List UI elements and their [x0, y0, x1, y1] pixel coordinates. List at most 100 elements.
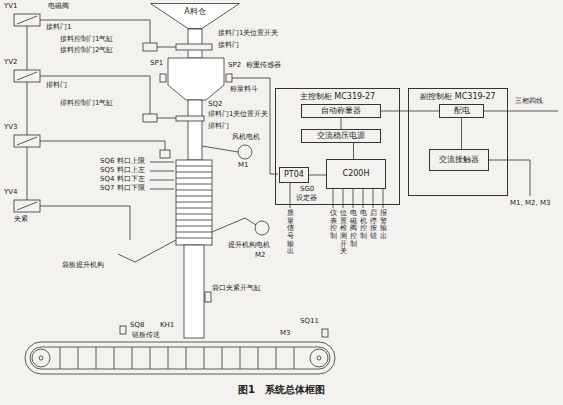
label-anchor: 三相四线	[515, 98, 543, 106]
chain-conveyor	[32, 349, 50, 367]
part-label: 排料控制门1气缸	[60, 99, 113, 107]
part-label: YV1	[4, 2, 18, 10]
device-box: 交流稳压电源	[301, 129, 381, 143]
node-text: PT04	[284, 171, 304, 180]
signal-label: 电磁阀控制	[350, 210, 357, 248]
pneumatic-line	[40, 20, 150, 43]
sensor-symbol	[322, 329, 328, 337]
node-text: A料仓	[150, 3, 240, 17]
chain-conveyor	[25, 342, 335, 374]
solenoid-valve	[14, 135, 40, 147]
gate-symbol	[176, 116, 204, 121]
part-label: 接料控制门2气缸	[60, 46, 113, 54]
part-label: SQ8	[130, 321, 144, 329]
chain-conveyor	[39, 356, 43, 360]
chain-conveyor	[25, 342, 335, 374]
part-label: 接料门1关位置开关	[218, 29, 278, 37]
cabinet-heading: 主控制柜 MC319-27	[276, 89, 399, 102]
solenoid-valve	[17, 72, 37, 80]
pneumatic-line	[40, 206, 130, 240]
part-label: SG0	[300, 185, 314, 193]
part-label: 排料门	[46, 81, 67, 89]
connector	[353, 143, 354, 159]
chain-conveyor	[60, 347, 294, 369]
chain-conveyor	[317, 356, 321, 360]
load-cell	[226, 74, 232, 82]
part-label: M2	[255, 251, 266, 259]
control-cabinet: 主控制柜 MC319-27自动称量器交流稳压电源PT04C200H	[275, 88, 400, 205]
label-anchor: SQ11	[300, 318, 319, 326]
solenoid-valve	[14, 200, 40, 212]
part-label: YV3	[4, 123, 18, 131]
pneumatic-line	[40, 20, 165, 240]
figure-caption: 图1 系统总体框图	[238, 384, 325, 395]
part-label: 接料门	[218, 41, 239, 49]
fan-duct	[238, 145, 252, 159]
label-anchor: SQ6 料口上限	[100, 158, 145, 166]
label-anchor: 风机电机	[232, 134, 260, 142]
signal-label: 报警输出	[380, 210, 387, 241]
part-label: SQ5 料口上左	[100, 166, 145, 174]
connector	[341, 118, 342, 129]
chain-conveyor	[30, 347, 330, 369]
label-anchor: 接料门	[218, 42, 239, 50]
label-anchor: 袋板提升机构	[62, 262, 104, 270]
chain-conveyor	[310, 349, 328, 367]
solenoid-valve	[14, 70, 40, 82]
sensor-symbol	[120, 326, 126, 334]
hopper-outline	[151, 4, 240, 29]
part-label: SQ7 料口下限	[100, 184, 145, 192]
lifting-arm	[255, 221, 269, 235]
caption-anchor: 图1 系统总体框图	[0, 383, 563, 397]
connector	[381, 111, 439, 112]
node-text: 自动称量器	[321, 107, 361, 116]
load-cell	[160, 74, 166, 82]
label-anchor: 启停按钮	[370, 210, 377, 241]
part-label: 夹紧	[14, 215, 28, 223]
device-box: 自动称量器	[301, 104, 381, 118]
cabinet-heading: 副控制柜 MC319-27	[409, 89, 507, 102]
air-line	[27, 26, 28, 200]
part-label: SP1	[150, 59, 163, 67]
part-label: 排料门1关位置开关	[208, 110, 268, 118]
label-anchor: SQ4 料口下左	[100, 176, 145, 184]
signal-label: 启停按钮	[370, 210, 377, 241]
part-label: 称量料斗	[230, 85, 258, 93]
device-box: 配电	[439, 104, 484, 118]
part-label: 接料控制门1气缸	[60, 35, 113, 43]
leader-line	[150, 162, 174, 189]
label-anchor: 仪表控制	[330, 210, 337, 241]
part-label: SP2	[228, 61, 241, 69]
feed-pipe	[188, 29, 202, 58]
lifting-arm	[118, 240, 176, 262]
signal-label: 位置检测开关	[340, 210, 347, 256]
part-label: M3	[280, 329, 291, 337]
label-anchor: 电磁阀	[48, 3, 69, 11]
device-box: 交流接触器	[429, 149, 489, 171]
label-anchor: YV4	[4, 189, 18, 197]
gate-symbol	[176, 44, 212, 50]
node-text: 配电	[454, 107, 470, 116]
label-anchor: SQ8	[130, 322, 144, 330]
illustration	[14, 14, 383, 374]
label-anchor: 接料控制门2气缸	[60, 47, 113, 55]
part-label: 三相四线	[515, 97, 543, 105]
part-label: YV4	[4, 188, 18, 196]
part-label: 称重传感器	[246, 61, 281, 69]
label-anchor: YV1	[4, 3, 18, 11]
label-anchor: 排料控制门1气缸	[60, 100, 113, 108]
gate-symbol	[176, 44, 212, 50]
label-anchor: 电机控制	[360, 210, 367, 241]
part-label: SQ2	[208, 100, 222, 108]
lifting-arm	[212, 218, 256, 232]
bellows	[176, 160, 212, 245]
fan-duct	[202, 146, 238, 152]
part-label: 袋口夹紧开气缸	[212, 284, 261, 292]
signal-label: 仪表控制	[330, 210, 337, 241]
label-anchor: M3	[280, 330, 291, 338]
lifting-arm	[118, 218, 269, 262]
discharge-pipe	[188, 100, 202, 160]
label-anchor: 称量料斗	[230, 86, 258, 94]
